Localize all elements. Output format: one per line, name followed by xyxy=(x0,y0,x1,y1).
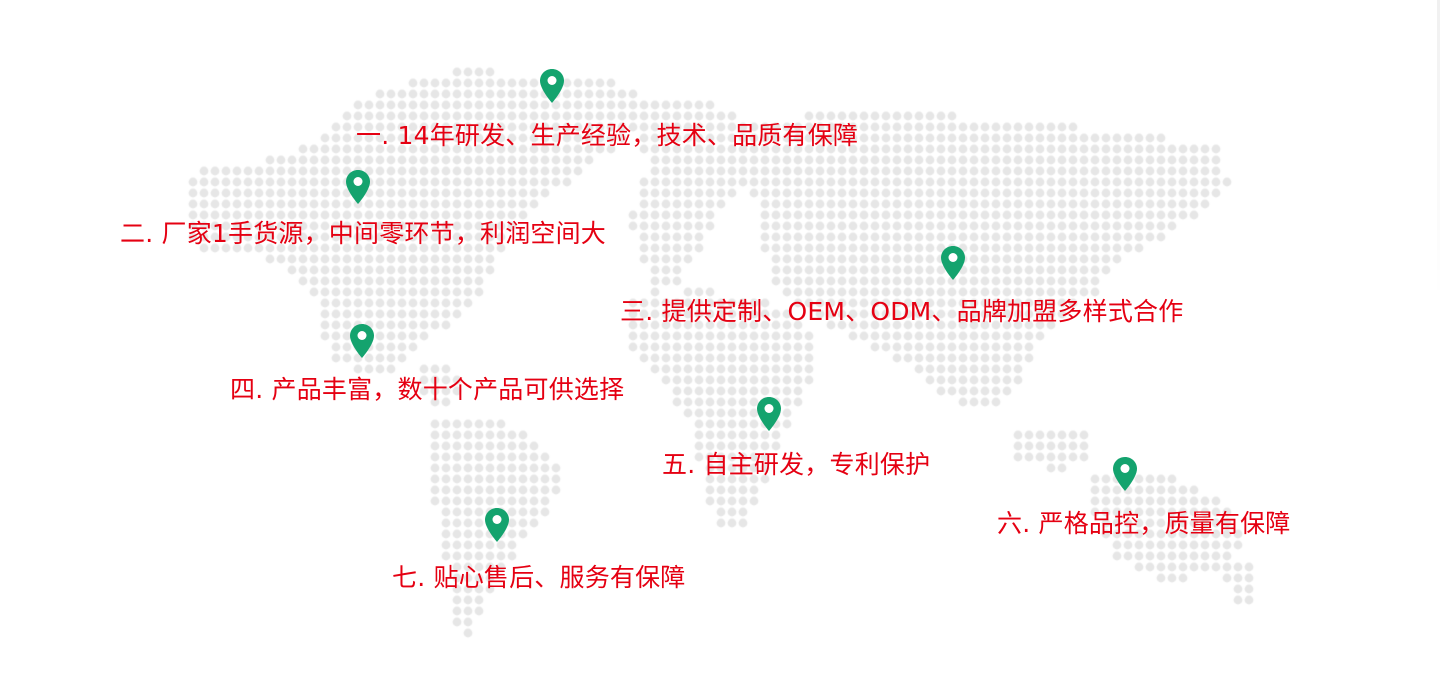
advantage-label-5: 五. 自主研发，专利保护 xyxy=(662,450,931,479)
map-pin-icon xyxy=(349,323,375,359)
advantage-label-2: 二. 厂家1手货源，中间零环节，利润空间大 xyxy=(120,219,607,248)
advantage-label-1: 一. 14年研发、生产经验，技术、品质有保障 xyxy=(356,121,859,150)
map-pin-icon xyxy=(940,245,966,281)
map-pin-icon xyxy=(539,68,565,104)
map-pin-icon xyxy=(345,169,371,205)
map-pin-icon xyxy=(484,507,510,543)
advantage-label-3: 三. 提供定制、OEM、ODM、品牌加盟多样式合作 xyxy=(620,297,1184,326)
map-pin-icon xyxy=(756,396,782,432)
scrollbar-shadow xyxy=(1437,0,1440,300)
map-pin-icon xyxy=(1112,456,1138,492)
advantage-label-7: 七. 贴心售后、服务有保障 xyxy=(392,563,686,592)
advantage-label-4: 四. 产品丰富，数十个产品可供选择 xyxy=(230,375,625,404)
advantage-label-6: 六. 严格品控，质量有保障 xyxy=(997,509,1291,538)
